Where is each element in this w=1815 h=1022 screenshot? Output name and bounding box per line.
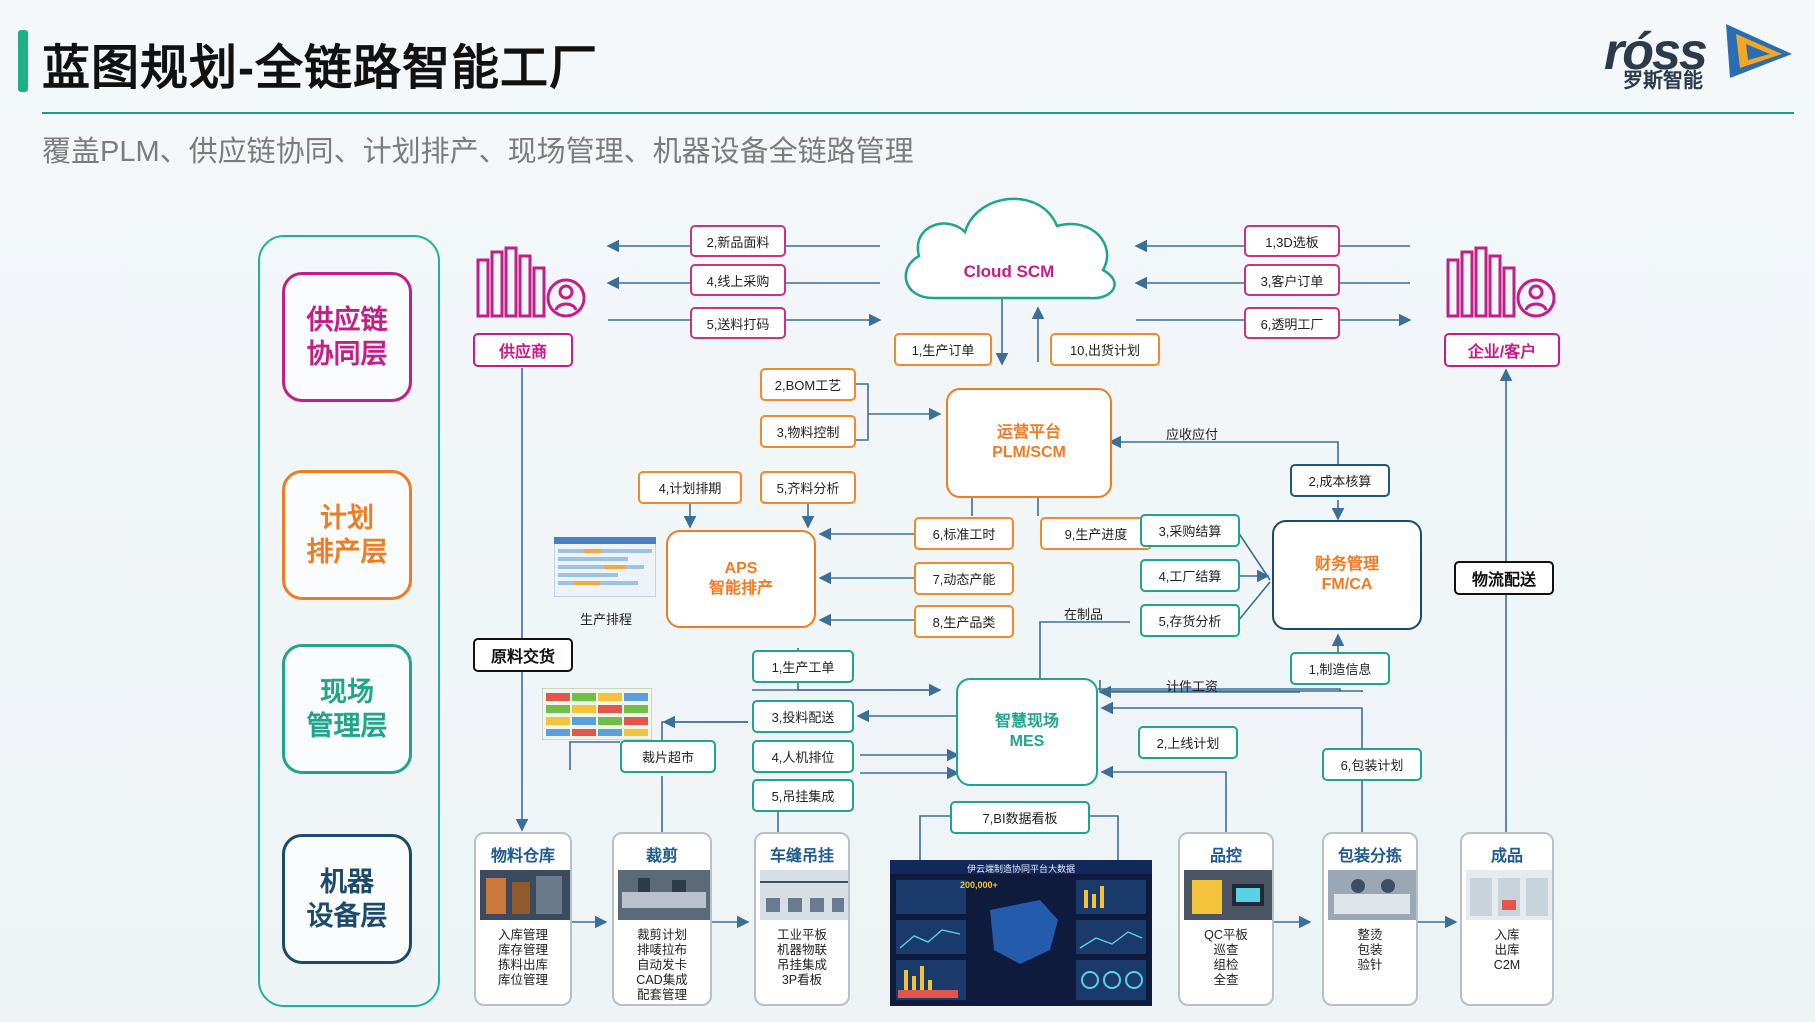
flow-inventory-analysis: 5,存货分析 (1140, 604, 1240, 637)
flow-work-order: 1,生产工单 (752, 650, 854, 683)
supplier-tag: 供应商 (473, 333, 573, 367)
flow-new-fabric: 2,新品面料 (690, 225, 786, 257)
flow-production-progress: 9,生产进度 (1040, 517, 1152, 550)
flow-bom-process: 2,BOM工艺 (760, 368, 856, 401)
finance-platform: 财务管理 FM/CA (1272, 520, 1422, 630)
flow-purchase-settlement: 3,采购结算 (1140, 514, 1240, 547)
cloud-icon (904, 197, 1116, 300)
page-title: 蓝图规划-全链路智能工厂 (42, 42, 598, 95)
material-delivery-tag: 原料交货 (473, 638, 573, 672)
flow-delivery-coding: 5,送料打码 (690, 307, 786, 339)
flow-cost-accounting: 2,成本核算 (1290, 464, 1390, 497)
cloud-scm-label: Cloud SCM (963, 262, 1055, 281)
cut-market-tag: 裁片超市 (620, 740, 716, 773)
logo-wordmark: róss (1604, 23, 1708, 81)
title-accent-bar (18, 30, 28, 92)
bi-dashboard-image (890, 860, 1152, 1006)
piece-wage-label: 计件工资 (1166, 679, 1219, 694)
logistics-tag: 物流配送 (1454, 561, 1554, 595)
wip-label: 在制品 (1064, 607, 1104, 622)
card-desc: QC平板 巡查 组检 全查 (1204, 928, 1248, 987)
title-divider (42, 112, 1794, 114)
flow-packing-plan: 6,包装计划 (1322, 748, 1422, 781)
qc-photo (1184, 870, 1272, 920)
card-desc: 入库管理 库存管理 拣料出库 库位管理 (497, 928, 548, 987)
card-packing-sorting: 包装分拣 整烫 包装 验针 (1322, 832, 1418, 1006)
flow-factory-settlement: 4,工厂结算 (1140, 559, 1240, 592)
card-sewing-hanger: 车缝吊挂 工业平板 机器物联 吊挂集成 3P看板 (754, 832, 850, 1006)
customer-building-icon (1446, 246, 1556, 318)
plm-scm-platform: 运营平台 PLM/SCM (946, 388, 1112, 498)
schedule-screenshot-icon (554, 537, 656, 597)
logo-subtitle: 罗斯智能 (1623, 70, 1703, 92)
layers-frame (258, 235, 440, 1007)
flow-3d-selection: 1,3D选板 (1244, 225, 1340, 257)
card-cutting: 裁剪 裁剪计划 排唛拉布 自动发卡 CAD集成 配套管理 (612, 832, 712, 1006)
card-title: 包装分拣 (1337, 848, 1402, 865)
card-title: 裁剪 (645, 848, 678, 865)
flow-transparent-factory: 6,透明工厂 (1244, 307, 1340, 339)
flow-kit-analysis: 5,齐料分析 (760, 471, 856, 504)
dashboard-figure: 200,000+ (960, 880, 998, 890)
flow-material-control: 3,物料控制 (760, 415, 856, 448)
mes-platform: 智慧现场 MES (956, 678, 1098, 786)
aps-platform: APS 智能排产 (666, 530, 816, 628)
card-warehouse: 物料仓库 入库管理 库存管理 拣料出库 库位管理 (474, 832, 572, 1006)
logo-mark-icon (1726, 24, 1792, 78)
flow-shipping-plan: 10,出货计划 (1050, 333, 1160, 366)
flow-planning-schedule: 4,计划排期 (638, 471, 742, 504)
card-title: 车缝吊挂 (769, 848, 834, 865)
schedule-caption: 生产排程 (580, 612, 633, 627)
layer-shop-floor: 现场 管理层 (282, 644, 412, 774)
dashboard-title: 伊云端制造协同平台大数据 (966, 864, 1075, 874)
flow-line-plan: 2,上线计划 (1138, 726, 1238, 759)
flow-material-dispatch: 3,投料配送 (752, 700, 854, 733)
card-desc: 整烫 包装 验针 (1357, 928, 1383, 972)
card-desc: 入库 出库 C2M (1493, 928, 1521, 972)
flow-bi-dashboard: 7,BI数据看板 (950, 801, 1090, 834)
layer-planning: 计划 排产层 (282, 470, 412, 600)
flow-customer-order: 3,客户订单 (1244, 264, 1340, 296)
flow-dynamic-capacity: 7,动态产能 (914, 562, 1014, 595)
card-desc: 工业平板 机器物联 吊挂集成 3P看板 (776, 928, 827, 987)
flow-product-category: 8,生产品类 (914, 605, 1014, 638)
customer-tag: 企业/客户 (1444, 333, 1560, 367)
supplier-building-icon (476, 246, 586, 318)
card-title: 成品 (1490, 848, 1523, 865)
card-title: 物料仓库 (490, 848, 555, 865)
flow-manufacturing-info: 1,制造信息 (1290, 652, 1390, 685)
flow-hanger-integration: 5,吊挂集成 (752, 779, 854, 812)
card-finished-goods: 成品 入库 出库 C2M (1460, 832, 1554, 1006)
finished-goods-photo (1466, 870, 1552, 920)
flow-standard-hours: 6,标准工时 (914, 517, 1014, 550)
card-title: 品控 (1209, 848, 1242, 865)
flow-online-purchase: 4,线上采购 (690, 264, 786, 296)
warehouse-photo (480, 870, 570, 920)
cutting-photo (618, 870, 710, 920)
packing-photo (1328, 870, 1416, 920)
page-subtitle: 覆盖PLM、供应链协同、计划排产、现场管理、机器设备全链路管理 (42, 136, 914, 168)
sewing-photo (760, 870, 848, 920)
layer-supply-chain: 供应链 协同层 (282, 272, 412, 402)
flow-man-machine: 4,人机排位 (752, 740, 854, 773)
cut-market-screenshot-icon (542, 688, 652, 740)
card-desc: 裁剪计划 排唛拉布 自动发卡 CAD集成 配套管理 (636, 928, 688, 1002)
receivable-label: 应收应付 (1166, 427, 1219, 442)
flow-production-order: 1,生产订单 (894, 333, 992, 366)
layer-equipment: 机器 设备层 (282, 834, 412, 964)
card-quality-control: 品控 QC平板 巡查 组检 全查 (1178, 832, 1274, 1006)
